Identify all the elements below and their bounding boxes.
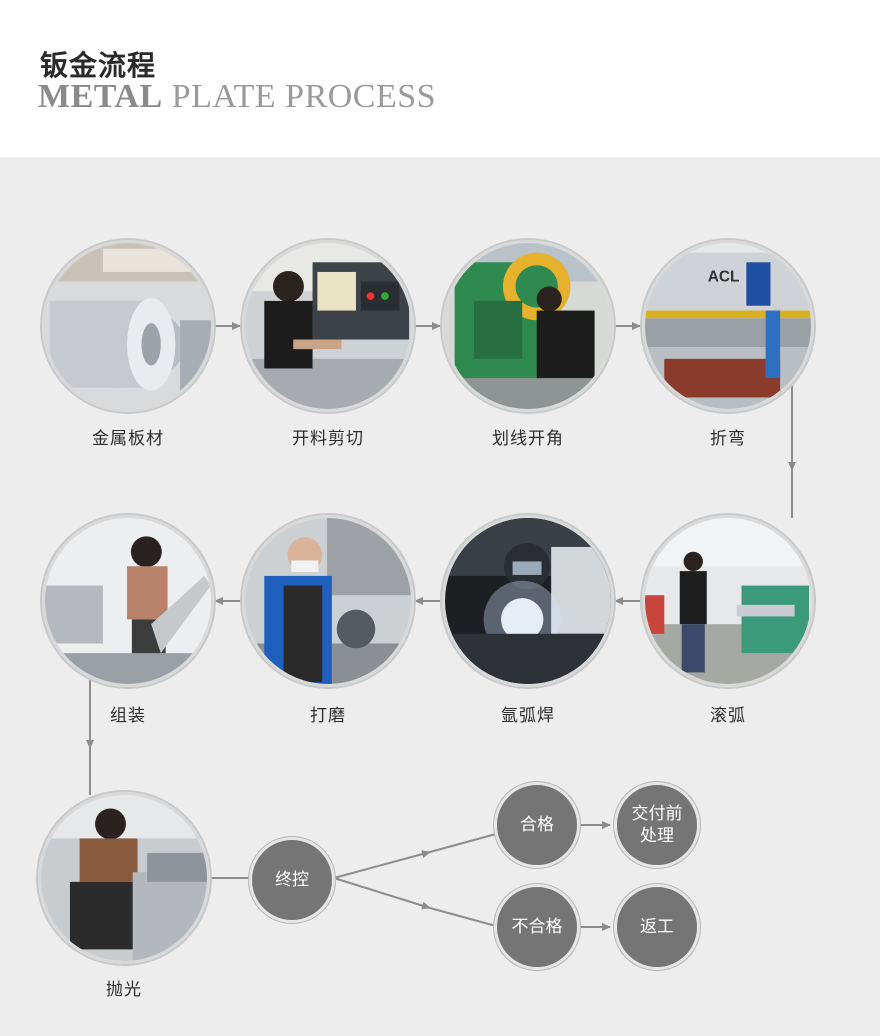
step-label-7: 打磨 [310, 706, 346, 726]
step-label-4: 折弯 [710, 429, 746, 449]
step-label-2: 开料剪切 [292, 429, 364, 449]
pre-delivery-line1: 交付前 [631, 804, 683, 824]
step-label-1: 金属板材 [92, 429, 164, 449]
step-label-6: 氩弧焊 [501, 706, 555, 726]
page-title-en: METAL PLATE PROCESS [38, 78, 436, 116]
fail-node: 不合格 [494, 884, 580, 970]
line-control-fail-b [429, 907, 497, 927]
rework-node: 返工 [614, 884, 700, 970]
punch-press-photo [442, 240, 614, 412]
assembly-photo [42, 515, 214, 687]
rolling-machine-photo [642, 515, 814, 687]
pass-node: 合格 [494, 782, 580, 868]
header: 钣金流程 METAL PLATE PROCESS [0, 0, 880, 157]
title-en-rest: PLATE PROCESS [162, 78, 437, 115]
step-label-5: 滚弧 [710, 706, 746, 726]
title-en-bold: METAL [38, 78, 163, 115]
arrow-control-pass [333, 850, 431, 879]
argon-welding-photo [442, 515, 614, 687]
svg-text:ACL: ACL [708, 269, 740, 286]
step-label-9: 抛光 [106, 980, 142, 1000]
grinding-photo [242, 515, 414, 687]
bending-machine-photo: ACL [642, 240, 814, 412]
rework-label: 返工 [640, 917, 674, 937]
page-title-cn: 钣金流程 [40, 49, 157, 82]
pass-label: 合格 [520, 815, 554, 835]
step-label-8: 组装 [110, 706, 146, 726]
fail-label: 不合格 [511, 917, 563, 937]
cutting-machine-photo [242, 240, 414, 412]
final-control-node: 终控 [249, 837, 335, 923]
arrow-control-fail [333, 877, 431, 910]
pre-delivery-node: 交付前 处理 [614, 782, 700, 868]
polishing-photo [38, 792, 210, 964]
pre-delivery-line2: 处理 [640, 826, 674, 846]
final-control-label: 终控 [275, 870, 309, 890]
step-label-3: 划线开角 [492, 429, 564, 449]
line-control-pass-b [429, 833, 497, 853]
metal-coil-photo [42, 240, 214, 412]
